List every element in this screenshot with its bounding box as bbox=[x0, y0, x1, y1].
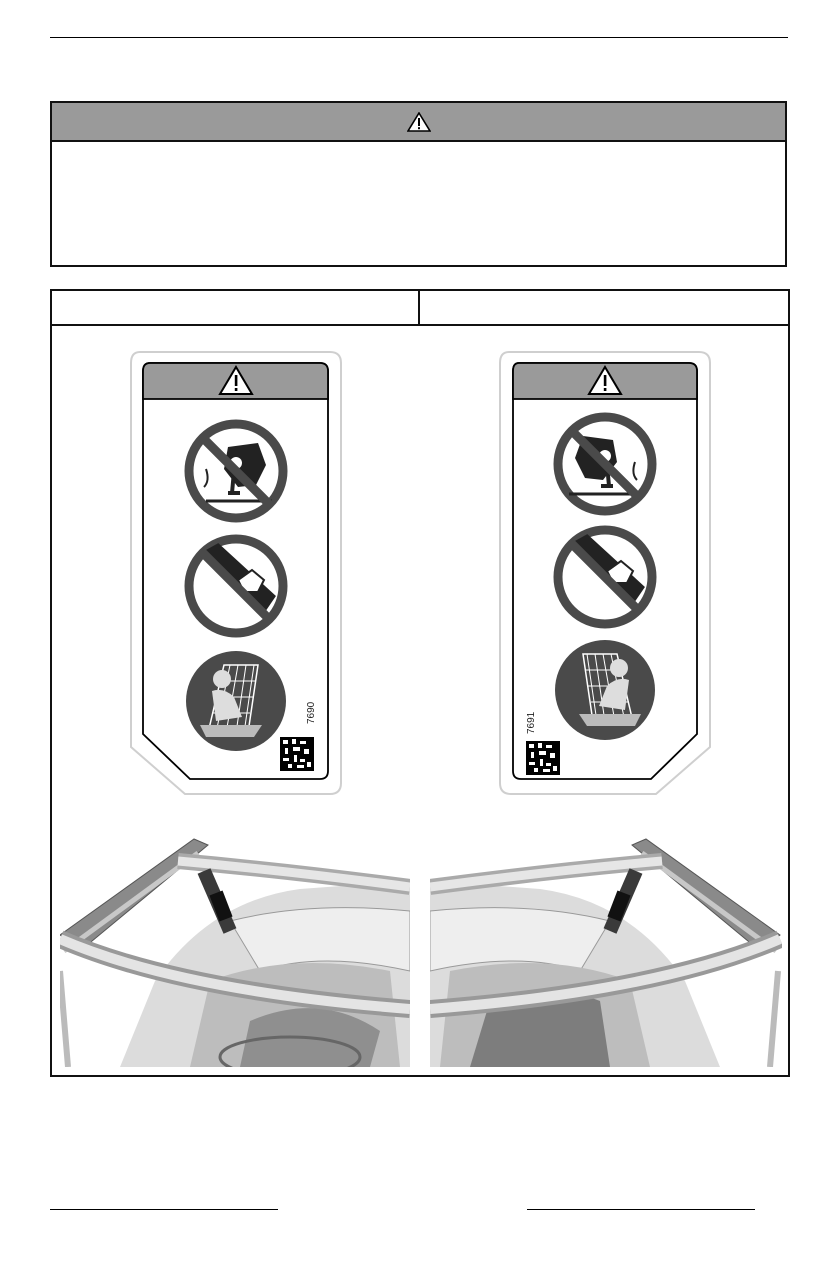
no-grab-rollbar-icon bbox=[184, 534, 288, 638]
part-number-right: 7691 bbox=[526, 711, 537, 734]
rollcage-photo-right bbox=[430, 831, 782, 1067]
side-net-restraint-icon bbox=[186, 651, 286, 751]
rollcage-photo-left bbox=[60, 831, 410, 1067]
warning-triangle-icon bbox=[406, 111, 431, 132]
warning-box bbox=[50, 101, 787, 267]
qr-code-right bbox=[526, 741, 560, 775]
figure-header-divider bbox=[418, 291, 420, 324]
safety-label-left: 7690 bbox=[130, 351, 342, 795]
qr-code-left bbox=[280, 737, 314, 771]
warning-header bbox=[52, 103, 785, 142]
footer-rule-right bbox=[527, 1209, 755, 1210]
footer-rule-left bbox=[50, 1209, 278, 1210]
figure-header bbox=[52, 291, 788, 326]
top-rule bbox=[50, 37, 788, 38]
no-ejection-icon bbox=[184, 419, 288, 523]
warning-triangle-icon bbox=[587, 365, 623, 395]
no-ejection-icon bbox=[553, 412, 657, 516]
side-net-restraint-icon bbox=[555, 640, 655, 740]
safety-label-right: 7691 bbox=[499, 351, 711, 795]
figure-box: 7690 bbox=[50, 289, 790, 1077]
part-number-left: 7690 bbox=[306, 701, 317, 724]
no-grab-rollbar-icon bbox=[553, 525, 657, 629]
warning-triangle-icon bbox=[218, 365, 254, 395]
